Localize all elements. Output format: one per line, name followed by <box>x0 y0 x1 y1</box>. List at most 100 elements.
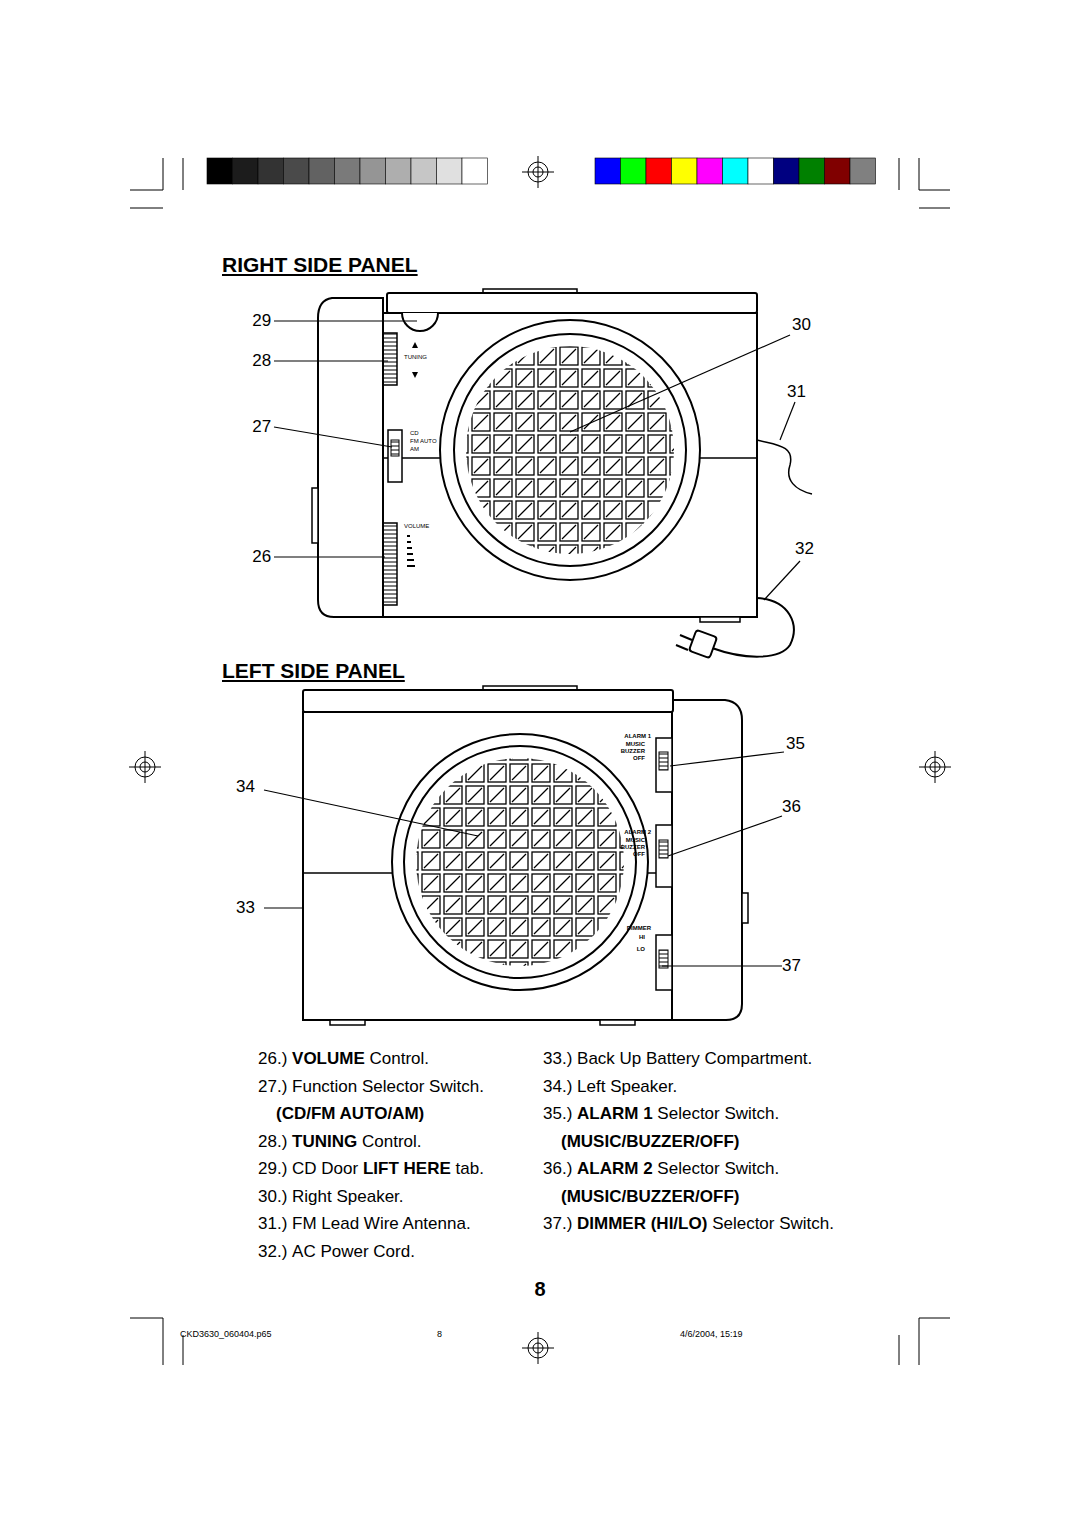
callout-number: 33 <box>236 898 255 918</box>
registration-mark <box>919 751 951 783</box>
control-marking: CD <box>410 430 419 437</box>
parts-list-text: tab. <box>456 1159 484 1179</box>
parts-list-line: 37.)DIMMER (HI/LO)Selector Switch. <box>543 1214 839 1234</box>
callout-number: 32 <box>795 539 814 559</box>
color-swatch <box>595 158 621 184</box>
parts-list-text: 34.) <box>543 1077 572 1097</box>
parts-list-line: (CD/FM AUTO/AM) <box>276 1104 429 1124</box>
control-name: (MUSIC/BUZZER/OFF) <box>561 1187 739 1207</box>
registration-mark <box>522 1332 554 1364</box>
control-marking: VOLUME <box>404 523 429 530</box>
control-name: DIMMER (HI/LO) <box>577 1214 707 1234</box>
control-marking: TUNING <box>404 354 427 361</box>
footer-page: 8 <box>437 1329 442 1339</box>
grey-swatch <box>207 158 233 184</box>
switch-marking: DIMMER <box>627 925 651 932</box>
right-side-device <box>312 289 812 658</box>
parts-list-text: 35.) <box>543 1104 572 1124</box>
switch-marking: MUSIC <box>626 837 645 844</box>
parts-list-line: (MUSIC/BUZZER/OFF) <box>561 1132 744 1152</box>
control-name: (CD/FM AUTO/AM) <box>276 1104 424 1124</box>
parts-list-text: Control. <box>362 1132 422 1152</box>
color-bar <box>207 158 876 184</box>
page-number: 8 <box>534 1278 545 1301</box>
callout-number: 37 <box>782 956 801 976</box>
parts-list-text: 28.) <box>258 1132 287 1152</box>
parts-list-text: 29.) <box>258 1159 287 1179</box>
leader-line <box>264 321 800 966</box>
parts-list-text: Selector Switch. <box>657 1104 779 1124</box>
parts-list-line: 30.)Right Speaker. <box>258 1187 408 1207</box>
parts-list-line: 31.)FM Lead Wire Antenna. <box>258 1214 475 1234</box>
parts-list-line: 28.)TUNINGControl. <box>258 1132 426 1152</box>
parts-list-text: 36.) <box>543 1159 572 1179</box>
parts-list-text: Function Selector Switch. <box>292 1077 484 1097</box>
color-swatch <box>672 158 698 184</box>
switch-marking: OFF <box>633 755 645 762</box>
switch-marking: OFF <box>633 851 645 858</box>
color-swatch <box>621 158 647 184</box>
parts-list-text: 27.) <box>258 1077 287 1097</box>
parts-list-text: 31.) <box>258 1214 287 1234</box>
callout-number: 28 <box>252 351 271 371</box>
parts-list-text: 37.) <box>543 1214 572 1234</box>
grey-swatch <box>309 158 335 184</box>
color-swatch <box>799 158 825 184</box>
panel-heading: LEFT SIDE PANEL <box>222 659 405 683</box>
file-name: CKD3630_060404.p65 <box>180 1329 272 1339</box>
parts-list-text: 33.) <box>543 1049 572 1069</box>
callout-number: 36 <box>782 797 801 817</box>
parts-list-text: 30.) <box>258 1187 287 1207</box>
registration-mark <box>129 751 161 783</box>
callout-number: 29 <box>252 311 271 331</box>
parts-list-text: FM Lead Wire Antenna. <box>292 1214 471 1234</box>
control-marking: AM <box>410 446 419 453</box>
color-swatch <box>646 158 672 184</box>
control-name: VOLUME <box>292 1049 365 1069</box>
parts-list-line: 26.)VOLUMEControl. <box>258 1049 434 1069</box>
parts-list-text: Right Speaker. <box>292 1187 404 1207</box>
switch-marking: BUZZER <box>621 844 645 851</box>
switch-marking: HI <box>639 934 645 941</box>
parts-list-text: Selector Switch. <box>657 1159 779 1179</box>
grey-swatch <box>437 158 463 184</box>
grey-swatch <box>386 158 412 184</box>
control-name: ALARM 1 <box>577 1104 653 1124</box>
callout-number: 35 <box>786 734 805 754</box>
registration-mark <box>522 156 554 188</box>
parts-list-text: AC Power Cord. <box>292 1242 415 1262</box>
switch-marking: BUZZER <box>621 748 645 755</box>
parts-list-line: 27.)Function Selector Switch. <box>258 1077 489 1097</box>
parts-list-line: 35.)ALARM 1Selector Switch. <box>543 1104 784 1124</box>
parts-list-text: Selector Switch. <box>712 1214 834 1234</box>
grey-swatch <box>233 158 259 184</box>
parts-list-text: Back Up Battery Compartment. <box>577 1049 812 1069</box>
parts-list-line: 33.)Back Up Battery Compartment. <box>543 1049 817 1069</box>
parts-list-line: 29.)CD DoorLIFT HEREtab. <box>258 1159 489 1179</box>
grey-swatch <box>258 158 284 184</box>
parts-list-line: 34.)Left Speaker. <box>543 1077 682 1097</box>
callout-number: 27 <box>252 417 271 437</box>
grey-swatch <box>411 158 437 184</box>
registration-mark <box>129 156 951 1364</box>
color-swatch <box>697 158 723 184</box>
switch-marking: MUSIC <box>626 741 645 748</box>
control-name: LIFT HERE <box>363 1159 451 1179</box>
footer-date: 4/6/2004, 15:19 <box>680 1329 743 1339</box>
parts-list-line: 36.)ALARM 2Selector Switch. <box>543 1159 784 1179</box>
switch-marking: ALARM 1 <box>624 733 651 740</box>
control-name: ALARM 2 <box>577 1159 653 1179</box>
parts-list-line: (MUSIC/BUZZER/OFF) <box>561 1187 744 1207</box>
grey-swatch <box>335 158 361 184</box>
parts-list-line: 32.)AC Power Cord. <box>258 1242 420 1262</box>
grey-swatch <box>462 158 488 184</box>
color-swatch <box>748 158 774 184</box>
switch-marking: ALARM 2 <box>624 829 651 836</box>
callout-number: 30 <box>792 315 811 335</box>
parts-list-text: Left Speaker. <box>577 1077 677 1097</box>
color-swatch <box>825 158 851 184</box>
control-marking: FM AUTO <box>410 438 437 445</box>
left-side-device <box>303 686 748 1025</box>
grey-swatch <box>284 158 310 184</box>
crop-marks <box>130 158 950 1365</box>
